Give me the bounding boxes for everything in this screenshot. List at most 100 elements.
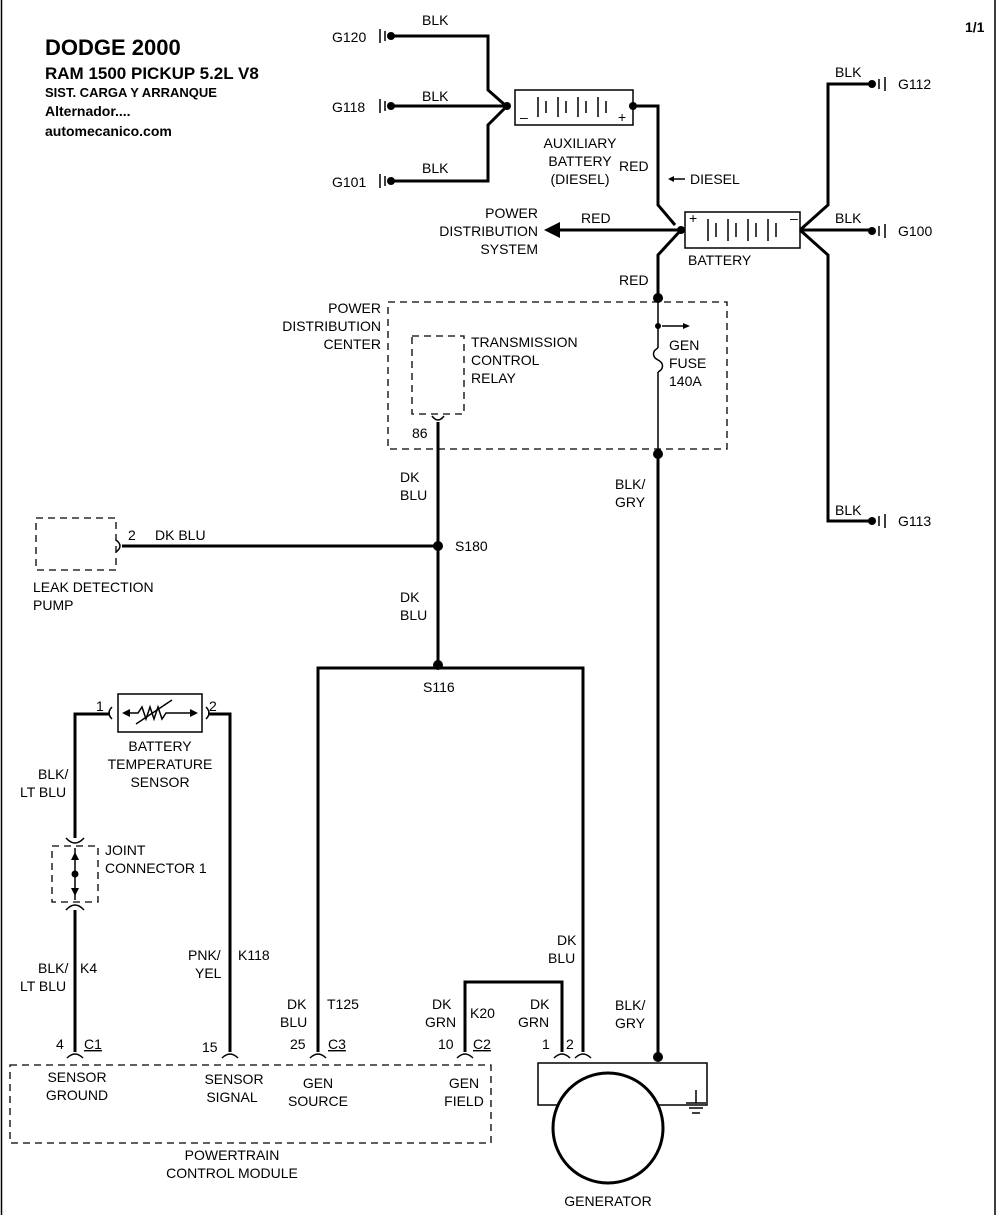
wire-color-label: BLU: [400, 487, 427, 503]
wire-g113: [799, 228, 872, 523]
wire-bts-signal: [208, 712, 232, 1052]
pin-label: 10: [438, 1036, 454, 1052]
pdc-label-2: DISTRIBUTION: [282, 318, 381, 334]
bts-label-1: BATTERY: [128, 738, 192, 754]
wire-color-label: GRY: [615, 1015, 646, 1031]
wire-color-label: RED: [581, 210, 611, 226]
wire-color-label: DK: [432, 996, 452, 1012]
wire-color-label: BLK: [835, 210, 862, 226]
wire-color-label: PNK/: [188, 947, 221, 963]
aux-battery-label-3: (DIESEL): [550, 171, 609, 187]
fuse-label-1: GEN: [669, 337, 699, 353]
pds-label-2: DISTRIBUTION: [439, 223, 538, 239]
wire-color-label: BLU: [280, 1014, 307, 1030]
wire-gen-field: [463, 980, 564, 1052]
connector-label: C3: [328, 1036, 346, 1052]
pcm-terminal-label: SENSOR: [47, 1069, 106, 1085]
connector-label: C1: [84, 1036, 102, 1052]
wire-color-label: YEL: [195, 965, 222, 981]
wire-color-label: DK: [287, 996, 307, 1012]
ground-g101: G101: [332, 174, 395, 190]
svg-text:+: +: [618, 109, 626, 125]
wire-color-label: BLK/: [38, 766, 68, 782]
fuse-label-2: FUSE: [669, 355, 706, 371]
ground-g118: G118: [332, 99, 395, 115]
splice-label: S180: [455, 538, 488, 554]
auxiliary-battery: – + AUXILIARY BATTERY (DIESEL): [514, 89, 637, 187]
header-system: SIST. CARGA Y ARRANQUE: [45, 85, 217, 100]
wire-g101: [391, 106, 507, 183]
wire-color-label: BLK: [835, 502, 862, 518]
ground-label: G112: [898, 76, 931, 92]
splice-label: S116: [423, 679, 455, 695]
diesel-label: DIESEL: [690, 171, 740, 187]
wire-color-label: GRY: [615, 494, 646, 510]
header-model: RAM 1500 PICKUP 5.2L V8: [45, 64, 259, 83]
fuse-label-3: 140A: [669, 373, 702, 389]
wire-color-label: RED: [619, 272, 649, 288]
jc-label-1: JOINT: [105, 842, 146, 858]
wire-color-label: BLK/: [615, 476, 645, 492]
wire-color-label: GRN: [518, 1014, 549, 1030]
jc-label-2: CONNECTOR 1: [105, 860, 207, 876]
bts-label-3: SENSOR: [130, 774, 189, 790]
pin-label: 15: [202, 1039, 218, 1055]
ground-label: G101: [332, 174, 366, 190]
circuit-label: K4: [80, 960, 97, 976]
aux-battery-label-2: BATTERY: [548, 153, 612, 169]
pcm-terminal-label: GEN: [449, 1075, 479, 1091]
wire-color-label: DK: [557, 932, 577, 948]
wire-s116-branches: [316, 666, 585, 1052]
pcm-terminal-label: FIELD: [444, 1093, 484, 1109]
pin-label: 25: [290, 1036, 306, 1052]
generator: GENERATOR: [537, 1062, 708, 1209]
powertrain-control-module: [9, 1064, 492, 1144]
fuse-icon: [652, 347, 664, 373]
battery-temperature-sensor: BATTERY TEMPERATURE SENSOR: [108, 693, 212, 790]
wire-color-label: BLK: [422, 88, 449, 104]
pin-label: 2: [566, 1036, 574, 1052]
pin-label: 86: [412, 425, 428, 441]
arrow-icon: [544, 222, 560, 238]
pds-label-1: POWER: [485, 205, 538, 221]
tcr-label-1: TRANSMISSION: [471, 334, 578, 350]
pin-label: 1: [542, 1036, 550, 1052]
ground-label: G113: [898, 513, 931, 529]
pin-label: 1: [96, 698, 104, 714]
connector-label: C2: [473, 1036, 491, 1052]
battery-label: BATTERY: [688, 252, 752, 268]
svg-text:–: –: [790, 210, 798, 226]
circuit-label: T125: [327, 996, 359, 1012]
wire-color-label: DK: [400, 469, 420, 485]
svg-text:–: –: [520, 109, 528, 125]
wire-color-label: BLK: [835, 64, 862, 80]
transmission-control-relay: [411, 335, 465, 415]
wire-color-label: LT BLU: [20, 784, 66, 800]
tcr-label-3: RELAY: [471, 370, 517, 386]
wire-color-label: RED: [619, 158, 649, 174]
ground-label: G100: [898, 223, 932, 239]
ground-g100: G100: [868, 223, 932, 239]
wire-bts-ground: [73, 712, 110, 838]
leak-detection-pump: [35, 517, 117, 571]
ldp-label-1: LEAK DETECTION: [33, 579, 154, 595]
wire-color-label: DK: [530, 996, 550, 1012]
circuit-label: K20: [470, 1005, 495, 1021]
wire-aux-to-battery: [633, 104, 677, 226]
circuit-label: K118: [238, 947, 270, 963]
ground-label: G118: [332, 99, 365, 115]
wire-g112: [799, 82, 872, 232]
pcm-label-1: POWERTRAIN: [185, 1147, 280, 1163]
power-distribution-center: [387, 301, 728, 450]
ground-g113: G113: [868, 513, 931, 529]
pdc-label-3: CENTER: [323, 336, 381, 352]
pcm-terminal-label: SOURCE: [288, 1093, 348, 1109]
page-number: 1/1: [965, 19, 985, 35]
pin-label: 2: [128, 527, 136, 543]
pdc-label-1: POWER: [328, 300, 381, 316]
pcm-terminal-label: SENSOR: [204, 1071, 263, 1087]
wire-color-label: BLK/: [615, 997, 645, 1013]
wire-color-label: GRN: [425, 1014, 456, 1030]
svg-text:+: +: [689, 210, 697, 226]
